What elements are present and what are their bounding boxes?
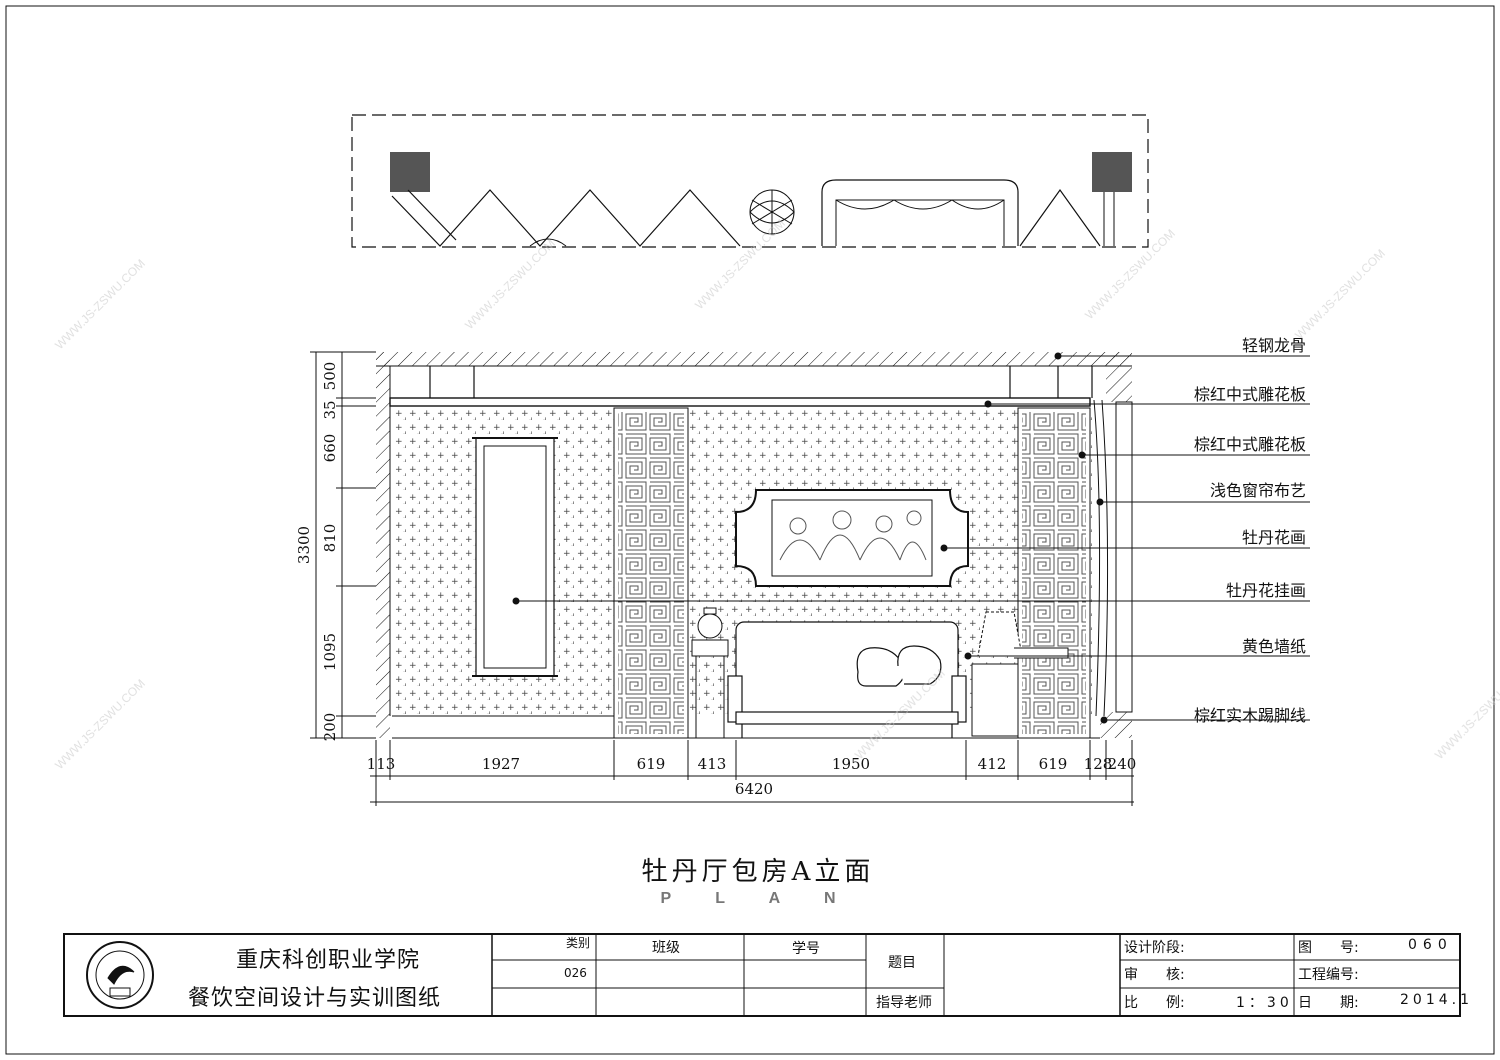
- school-seal-icon: [86, 941, 154, 1009]
- title-block: [63, 933, 1461, 1017]
- svg-text:WWW.JS-ZSWU.COM: WWW.JS-ZSWU.COM: [52, 256, 148, 352]
- drawing-subtitle: P L A N: [660, 890, 855, 907]
- plant-plan: [749, 189, 795, 235]
- dim-h-619-a: 619: [637, 755, 666, 773]
- label-light-steel-keel: 轻钢龙骨: [1242, 336, 1306, 355]
- drawing-no-value: 060: [1408, 937, 1453, 953]
- scale-label: 比 例:: [1124, 995, 1185, 1011]
- vertical-dimension-lines: [310, 351, 376, 739]
- vertical-dimensions: 500 35 660 810 1095 200 3300: [295, 362, 339, 742]
- dim-h-6420: 6420: [735, 780, 773, 798]
- date-label: 日 期:: [1298, 995, 1359, 1011]
- svg-text:WWW.JS-ZSWU.COM: WWW.JS-ZSWU.COM: [52, 676, 148, 772]
- column-right: [1092, 152, 1132, 192]
- dim-h-240: 240: [1108, 755, 1137, 773]
- label-wallpaper: 黄色墙纸: [1242, 637, 1306, 656]
- dim-h-1927: 1927: [482, 755, 520, 773]
- plan-view: [351, 114, 1149, 248]
- design-stage-label: 设计阶段:: [1124, 940, 1185, 956]
- dim-v-810: 810: [321, 524, 339, 553]
- review-label: 审 核:: [1124, 967, 1185, 983]
- dim-h-413: 413: [698, 755, 727, 773]
- side-lamp: [971, 611, 1069, 737]
- svg-text:WWW.JS-ZSWU.COM: WWW.JS-ZSWU.COM: [1292, 246, 1388, 342]
- curtain: [1093, 399, 1109, 717]
- label-carved-panel-1: 棕红中式雕花板: [1194, 385, 1306, 404]
- elevation: [376, 352, 1133, 739]
- dim-v-35: 35: [321, 400, 339, 419]
- column-left: [390, 152, 430, 192]
- category-label: 类别: [566, 936, 591, 950]
- scale-value: 1：30: [1236, 995, 1293, 1011]
- dim-h-113: 113: [367, 755, 396, 773]
- label-baseboard: 棕红实木踢脚线: [1194, 706, 1306, 725]
- annotation-labels: 轻钢龙骨 棕红中式雕花板 棕红中式雕花板 浅色窗帘布艺 牡丹花画 牡丹花挂画 黄…: [1194, 336, 1306, 725]
- date-value: 2014.1: [1400, 992, 1473, 1008]
- label-carved-panel-2: 棕红中式雕花板: [1194, 435, 1306, 454]
- drawing-set-name: 餐饮空间设计与实训图纸: [188, 986, 442, 1011]
- sofa-plan: [821, 179, 1019, 246]
- dim-h-412: 412: [978, 755, 1007, 773]
- dim-v-500: 500: [321, 362, 339, 391]
- class-label: 班级: [652, 940, 680, 956]
- dim-h-619-b: 619: [1039, 755, 1068, 773]
- label-curtain: 浅色窗帘布艺: [1210, 481, 1306, 500]
- drawing-no-label: 图 号:: [1298, 940, 1359, 956]
- hanging-scroll: [475, 437, 555, 677]
- svg-text:WWW.JS-ZSWU.COM: WWW.JS-ZSWU.COM: [462, 236, 558, 332]
- label-peony-hanging: 牡丹花挂画: [1226, 581, 1306, 600]
- horizontal-dimension-lines: [370, 740, 1134, 806]
- advisor-label: 指导老师: [876, 995, 932, 1011]
- school-name: 重庆科创职业学院: [236, 948, 421, 973]
- drawing-title: 牡丹厅包房A立面: [642, 857, 875, 887]
- vase-stand: [691, 607, 729, 738]
- category-value: 026: [564, 966, 587, 980]
- annotation-leaders: [516, 355, 1310, 721]
- topic-label: 题目: [888, 955, 916, 971]
- dim-v-200: 200: [321, 713, 339, 742]
- dim-h-128: 128: [1084, 755, 1113, 773]
- dim-v-660: 660: [321, 434, 339, 463]
- sheet-border: [5, 5, 1495, 1055]
- sofa: [727, 621, 967, 738]
- label-peony-painting: 牡丹花画: [1242, 528, 1306, 547]
- dim-v-3300: 3300: [295, 526, 313, 564]
- svg-text:WWW.JS-ZSWU.COM: WWW.JS-ZSWU.COM: [1432, 666, 1500, 762]
- svg-text:WWW.JS-ZSWU.COM: WWW.JS-ZSWU.COM: [692, 216, 788, 312]
- student-no-label: 学号: [792, 941, 820, 957]
- dim-h-1950: 1950: [832, 755, 870, 773]
- horizontal-dimensions: 113 1927 619 413 1950 412 619 128 240 64…: [367, 755, 1137, 798]
- project-no-label: 工程编号:: [1298, 967, 1359, 983]
- dim-v-1095: 1095: [321, 633, 339, 671]
